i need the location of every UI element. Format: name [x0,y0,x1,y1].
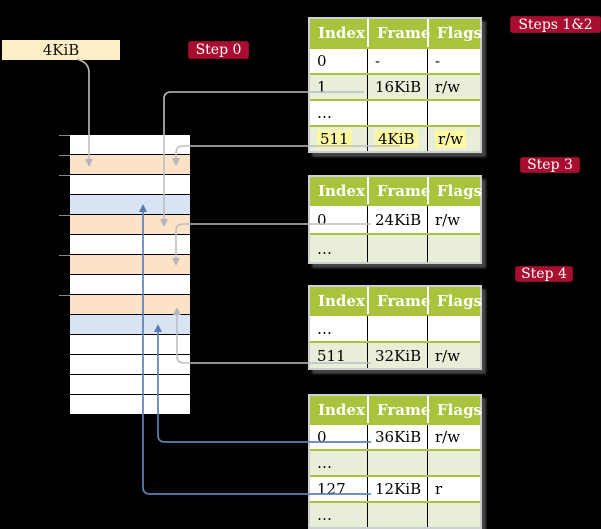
column-header: Index [318,291,365,310]
badge-step0: Step 0 [188,41,249,59]
table-cell: r/w [427,75,480,99]
table-cell [367,235,427,262]
memory-frame-row [70,175,190,195]
page-size-label: 4KiB [2,40,120,60]
table-cell: 511 [317,346,346,365]
badge-step3: Step 3 [520,157,580,173]
badge-steps12: Steps 1&2 [510,16,601,33]
table-cell [367,316,427,341]
column-header: Flags [427,396,482,423]
table-cell: 36KiB [367,425,427,449]
highlighted-value: r/w [435,130,467,148]
table-cell: 24KiB [367,206,427,233]
table-cell [367,451,427,475]
memory-frame-row [70,195,190,215]
table-cell: 4KiB [367,127,427,151]
memory-frame-row [70,335,190,355]
table-cell [427,235,480,262]
table-cell [427,503,480,527]
table-cell: 0 [317,428,327,446]
table-row: … [310,501,480,527]
table-cell: … [317,104,332,122]
memory-frame-row [70,215,190,235]
column-header: Flags [427,287,482,314]
table-cell: 12KiB [367,477,427,501]
memory-frame-row [70,135,190,155]
column-header: Index [318,24,365,42]
table-cell: … [317,319,332,338]
memory-frame-row [70,315,190,335]
column-header: Frame [367,396,430,423]
table-cell [427,316,480,341]
table-cell [427,451,480,475]
column-header: Flags [427,19,482,47]
table-cell: r/w [427,206,480,233]
table-cell: r/w [427,127,480,151]
badge-step4: Step 4 [515,266,573,282]
table-cell [427,101,480,125]
table-row: 0 -- [310,47,480,73]
memory-frame-row [70,235,190,255]
table-cell: - [367,49,427,73]
table-cell: … [317,454,332,472]
memory-frame-row [70,355,190,375]
table-cell: 511 [310,127,367,151]
table-cell: … [317,506,332,524]
table-cell: 0 [317,52,327,70]
memory-frame-row [70,255,190,275]
table-cell: 127 [317,480,346,498]
memory-frame-row [70,295,190,315]
memory-tick [59,135,70,136]
memory-frame-row [70,155,190,175]
memory-frame-row [70,395,190,415]
table-cell: … [317,239,332,258]
table-cell: 0 [317,210,327,229]
table-row: … [310,99,480,125]
table-row: … [310,314,480,341]
table-row: … [310,449,480,475]
column-header: Frame [367,287,430,314]
table-cell [367,503,427,527]
table-cell: r/w [427,425,480,449]
highlighted-value: 4KiB [375,130,418,148]
table-cell [367,101,427,125]
column-header: Flags [427,177,482,204]
table-cell: 32KiB [367,343,427,368]
table-row: 511 4KiB r/w [310,125,480,151]
table-cell: r/w [427,343,480,368]
memory-tick [59,295,70,296]
column-header: Index [318,181,365,200]
table-row: … [310,233,480,262]
memory-frame-row [70,275,190,295]
table-cell: - [427,49,480,73]
highlighted-value: 511 [317,130,352,148]
memory-tick [59,175,70,176]
column-header: Frame [367,177,430,204]
memory-tick [59,215,70,216]
memory-tick [59,255,70,256]
table-cell: 1 [317,78,327,96]
table-cell: r [427,477,480,501]
memory-tick [59,155,70,156]
column-header: Frame [367,19,430,47]
memory-frame-row [70,375,190,395]
table-cell: 16KiB [367,75,427,99]
column-header: Index [318,400,365,419]
